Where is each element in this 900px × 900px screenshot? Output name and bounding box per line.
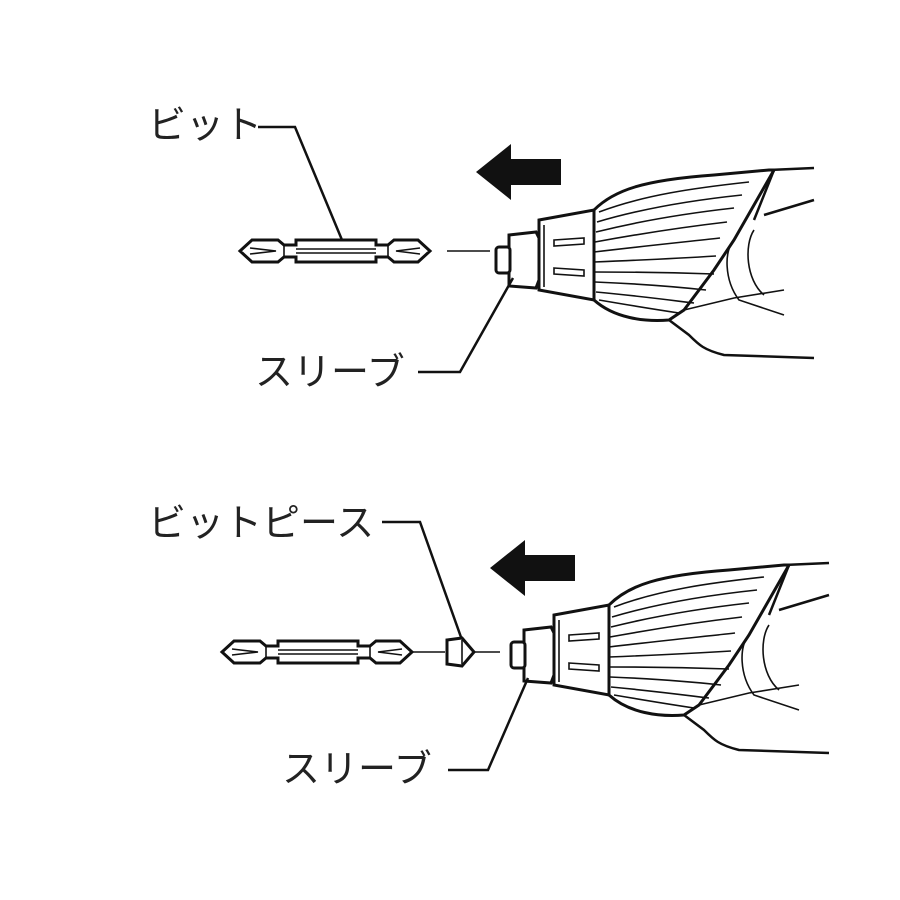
bottom-diagram: ビットピース スリーブ: [148, 501, 831, 791]
insert-direction-arrow-icon: [476, 144, 561, 200]
insert-direction-arrow-icon: [490, 540, 575, 596]
sleeve-label: スリーブ: [282, 747, 432, 791]
bit-piece-label: ビットピース: [148, 501, 374, 545]
sleeve-label: スリーブ: [255, 350, 405, 394]
drill-chuck: [509, 561, 831, 755]
sleeve-leader-line: [418, 277, 515, 374]
drill-chuck: [494, 166, 816, 360]
bit-leader-line: [258, 125, 344, 241]
bit-piece: [445, 636, 476, 668]
bit-piece-leader-line: [382, 520, 464, 641]
sleeve-leader-line: [448, 677, 530, 772]
bit-label: ビット: [148, 103, 262, 147]
top-diagram: ビット スリーブ: [148, 103, 816, 394]
bit: [238, 238, 432, 264]
bit: [220, 639, 414, 665]
